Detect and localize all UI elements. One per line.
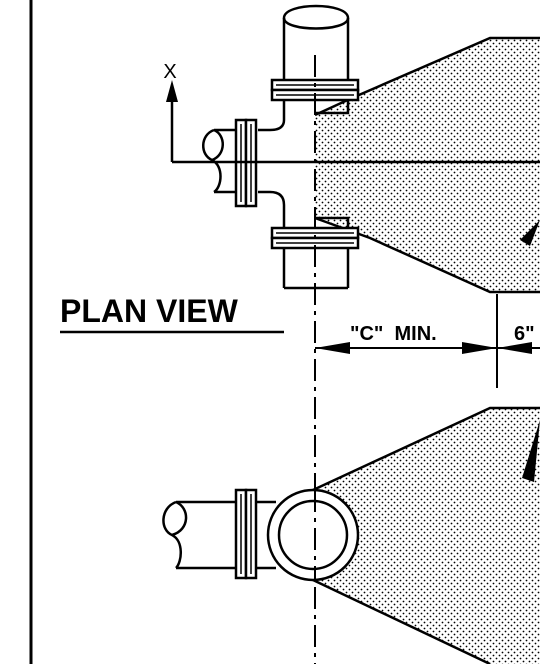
- view-title: PLAN VIEW: [60, 293, 239, 329]
- spray-arrow-top: [520, 220, 540, 246]
- dim-arrow-right: [497, 342, 532, 354]
- bottom-branch-flange: [234, 488, 258, 580]
- spray-arrow-bottom: [522, 420, 540, 482]
- left-branch-pipe: [202, 128, 236, 194]
- dim-label-c-min: "C" MIN.: [350, 323, 437, 345]
- spray-cone-bottom: [313, 408, 540, 664]
- spray-cone-top-outline: [314, 36, 540, 117]
- spray-cone-bottom-outline: [312, 406, 540, 492]
- dim-arrow-left: [315, 342, 350, 354]
- dim-arrow-mid: [462, 342, 497, 354]
- dim-label-6-inch: 6": [514, 323, 535, 345]
- bottom-branch-pipe: [162, 500, 276, 570]
- x-axis-arrowhead: [166, 80, 178, 102]
- x-axis-label: X: [163, 61, 176, 83]
- spray-cone-top: [315, 38, 540, 292]
- nozzle-inner-circle: [277, 499, 349, 571]
- tee-body: [258, 100, 350, 228]
- vertical-pipe-upper: [282, 4, 350, 80]
- spray-cone-bottom-outline-lower: [312, 578, 491, 664]
